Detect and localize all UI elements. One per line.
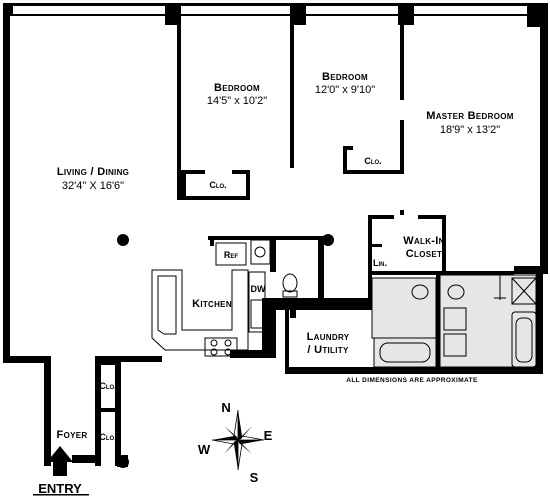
kitchen-name: Kitchen — [192, 298, 232, 310]
closet-foyer-2: Clo. — [99, 432, 116, 442]
compass-east: E — [264, 428, 273, 443]
dishwasher-label: DW — [251, 284, 266, 294]
entry-marker: ENTRY — [33, 446, 89, 496]
entry-label: ENTRY — [38, 481, 82, 496]
bedroom-2-name: Bedroom — [322, 71, 368, 83]
master-bedroom-dims: 18'9" x 13'2" — [440, 124, 500, 136]
living-dining-dims: 32'4" X 16'6" — [62, 180, 124, 192]
room-labels: Bedroom 14'5" x 10'2" Bedroom 12'0" x 9'… — [57, 71, 514, 441]
compass-south: S — [250, 470, 259, 485]
entry-arrow-icon — [47, 446, 73, 476]
bedroom-2-dims: 12'0" x 9'10" — [315, 84, 375, 96]
bedroom-1-dims: 14'5" x 10'2" — [207, 95, 267, 107]
small-labels: Clo. Clo. Clo. Clo. Lin. Ref DW — [99, 156, 387, 442]
compass-west: W — [198, 442, 211, 457]
linen-closet: Lin. — [373, 258, 387, 268]
laundry-label: Laundry — [307, 331, 350, 343]
refrigerator-label: Ref — [224, 250, 239, 260]
dimensions-note: ALL DIMENSIONS ARE APPROXIMATE — [346, 377, 478, 384]
master-bedroom-name: Master Bedroom — [426, 110, 514, 122]
closet-bedroom-1: Clo. — [209, 180, 226, 190]
fixtures — [151, 239, 537, 368]
foyer-name: Foyer — [57, 429, 88, 441]
closet-label: Closet — [406, 248, 442, 260]
utility-label: / Utility — [307, 344, 349, 356]
walls — [3, 3, 548, 468]
compass-north: N — [221, 400, 230, 415]
closet-foyer-1: Clo. — [99, 381, 116, 391]
compass-rose: N S E W — [198, 400, 273, 485]
entry-underline — [33, 494, 89, 496]
walk-in-label: Walk-In — [403, 235, 444, 247]
living-dining-name: Living / Dining — [57, 166, 129, 178]
closet-bedroom-2: Clo. — [364, 156, 381, 166]
bedroom-1-name: Bedroom — [214, 82, 260, 94]
